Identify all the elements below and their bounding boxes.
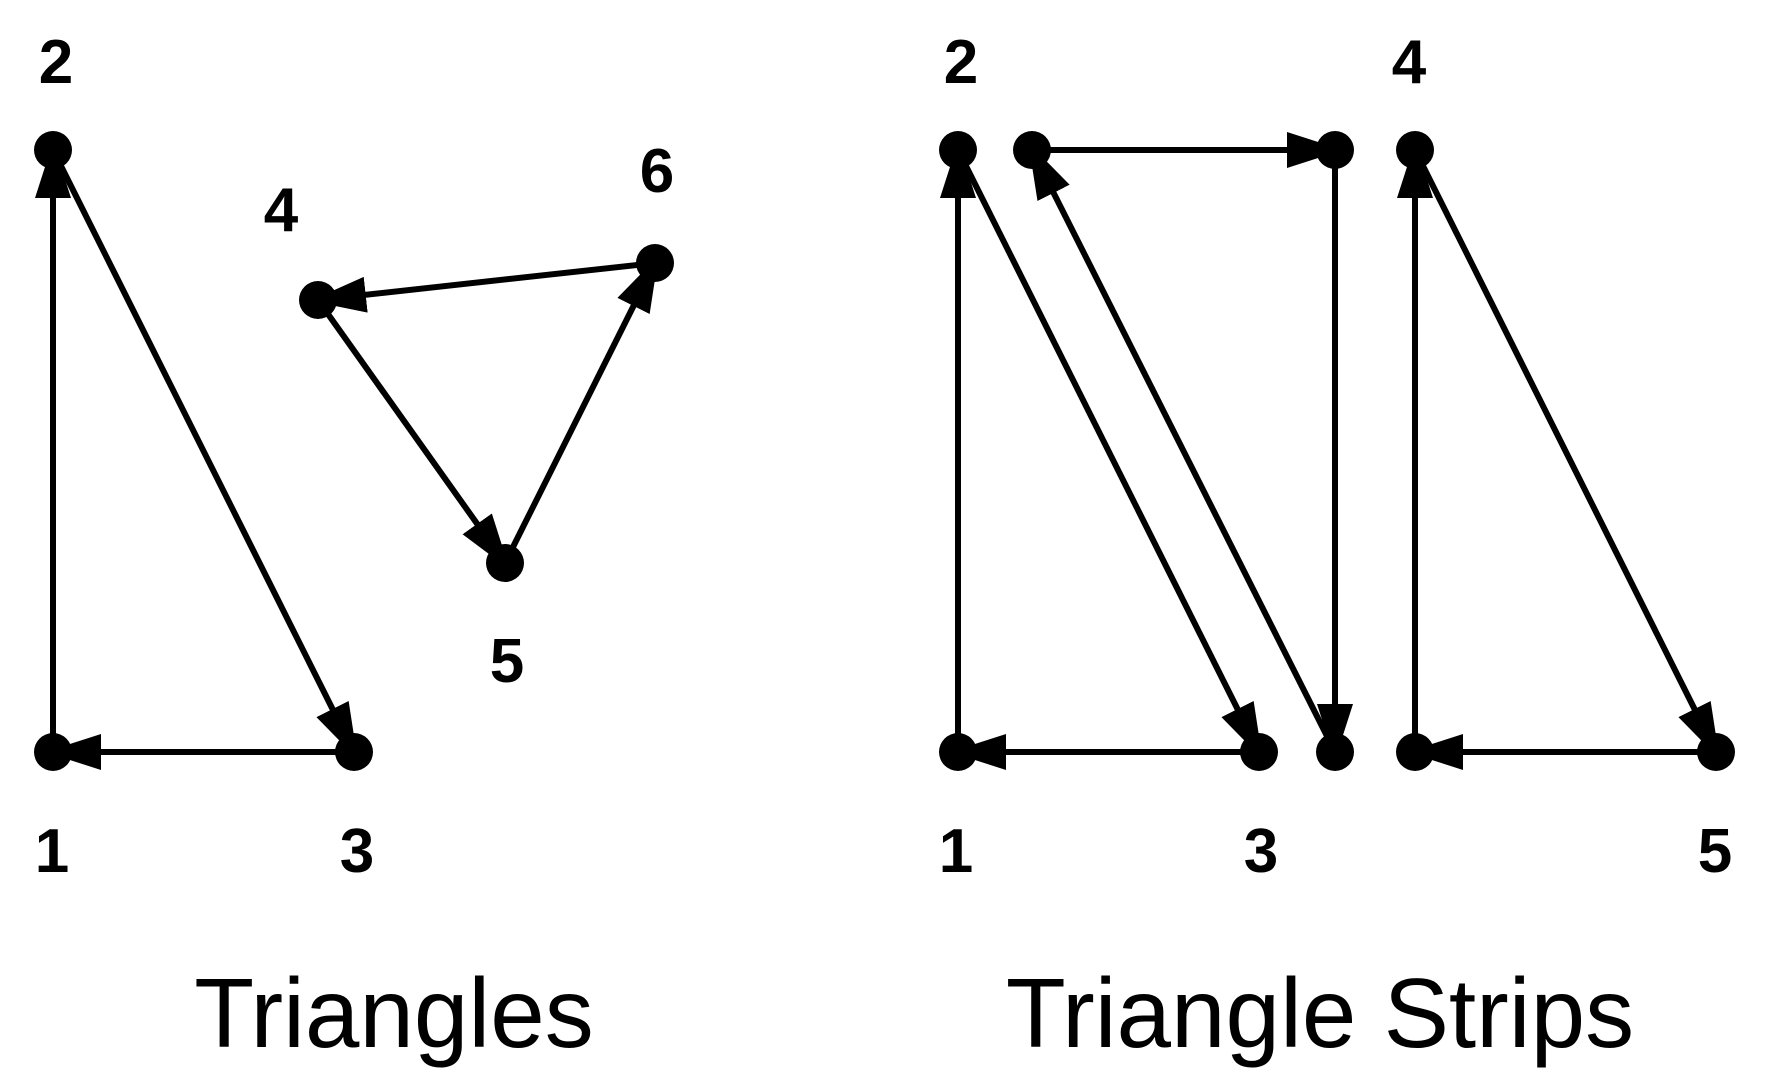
vertex-3 (1240, 733, 1278, 771)
vertex-label: 3 (340, 817, 374, 886)
vertex-6 (636, 244, 674, 282)
vertex-1 (34, 733, 72, 771)
triangle-strips-caption: Triangle Strips (1006, 958, 1634, 1068)
vertex-2 (34, 131, 72, 169)
strips-vertices (939, 131, 1735, 771)
edge-3-to-2 (1028, 142, 1338, 754)
vertex-label: 1 (35, 817, 69, 886)
edge-6-to-4 (310, 260, 656, 313)
vertex-label: 3 (1244, 817, 1278, 886)
vertex-label: 2 (39, 28, 73, 97)
triangles-panel: 2 4 6 5 1 3 Triangles (34, 28, 674, 1068)
vertex-label: 1 (939, 817, 973, 886)
edge-4-to-5 (1412, 148, 1720, 760)
edge-2-to-3 (50, 148, 358, 760)
strips-edges (940, 132, 1720, 770)
vertex-3 (1396, 733, 1434, 771)
triangles-vertex-labels: 2 4 6 5 1 3 (35, 28, 674, 886)
vertex-label: 6 (640, 137, 674, 206)
vertex-label: 4 (264, 176, 299, 245)
vertex-4 (299, 281, 337, 319)
vertex-label: 4 (1392, 28, 1427, 97)
triangles-caption: Triangles (194, 958, 593, 1068)
triangles-vertices (34, 131, 674, 771)
edge-2-to-3 (955, 148, 1263, 760)
vertex-3 (335, 733, 373, 771)
edge-5-to-6 (502, 255, 659, 565)
edge-4-to-5 (315, 298, 510, 570)
vertex-5 (1697, 733, 1735, 771)
vertex-5 (486, 544, 524, 582)
triangle-strips-panel: 2 4 1 3 5 Triangle Strips (939, 28, 1735, 1068)
vertex-1 (939, 733, 977, 771)
vertex-2 (939, 131, 977, 169)
vertex-label: 5 (490, 627, 524, 696)
strips-vertex-labels: 2 4 1 3 5 (939, 28, 1732, 886)
vertex-label: 5 (1698, 817, 1732, 886)
vertex-2 (1013, 131, 1051, 169)
vertex-4 (1396, 131, 1434, 169)
vertex-4 (1316, 131, 1354, 169)
vertex-3 (1316, 733, 1354, 771)
triangles-edges (35, 142, 659, 770)
vertex-label: 2 (944, 28, 978, 97)
